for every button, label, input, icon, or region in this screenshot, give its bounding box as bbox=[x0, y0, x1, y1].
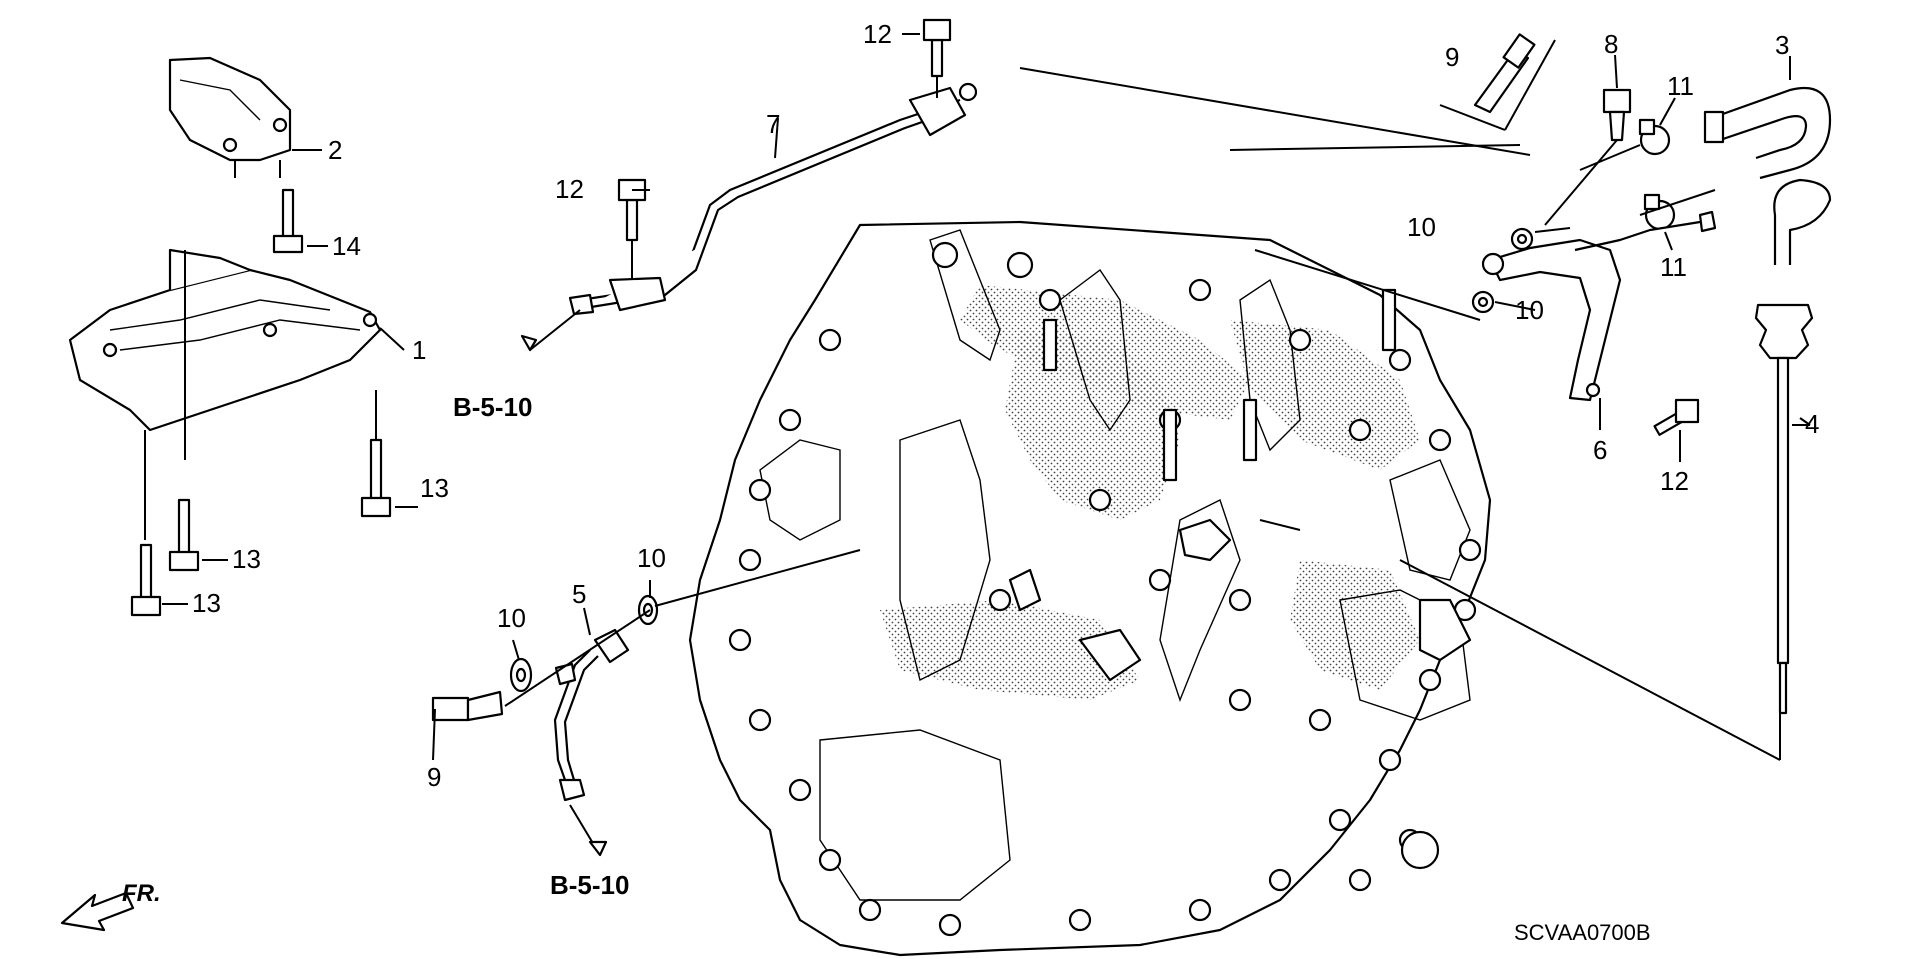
bolt-part-9-bottom bbox=[431, 690, 504, 722]
bolt-part-13-b bbox=[168, 498, 200, 572]
clamp-part-11-b bbox=[1643, 193, 1676, 231]
pipe-part-5 bbox=[553, 628, 630, 802]
part-labels: 1 2 3 4 5 6 7 8 9 9 10 10 10 10 11 11 12… bbox=[192, 19, 1819, 792]
part-label-5: 5 bbox=[572, 579, 586, 609]
part-label-11-top: 11 bbox=[1667, 71, 1694, 101]
part-label-8: 8 bbox=[1604, 29, 1618, 59]
washer-part-10-a bbox=[509, 657, 533, 693]
part-label-9-top: 9 bbox=[1445, 42, 1459, 72]
dipstick-part-4 bbox=[1754, 178, 1832, 715]
front-direction-label: FR. bbox=[122, 880, 161, 907]
pipe-part-7 bbox=[568, 82, 978, 316]
part-label-12-top: 12 bbox=[863, 19, 892, 49]
reference-label-lower: B-5-10 bbox=[550, 870, 629, 900]
bolt-part-12-c bbox=[1653, 398, 1700, 436]
sensor-part-8 bbox=[1544, 88, 1632, 226]
washer-part-10-c bbox=[1510, 227, 1534, 251]
diagram-code: SCVAA0700B bbox=[1514, 920, 1651, 945]
reference-label-upper: B-5-10 bbox=[453, 392, 532, 422]
arrow-to-upper-reference bbox=[520, 334, 538, 352]
part-label-10-lower-right: 10 bbox=[1515, 295, 1544, 325]
bolt-part-13-a bbox=[360, 438, 392, 518]
part-label-4: 4 bbox=[1805, 409, 1819, 439]
transmission-assembly bbox=[688, 220, 1492, 957]
part-label-9-bottom: 9 bbox=[427, 762, 441, 792]
bolt-part-13-c bbox=[130, 543, 162, 617]
leader-lines bbox=[144, 33, 1811, 856]
part-label-10-bottom-left: 10 bbox=[497, 603, 526, 633]
skid-plate-part-1 bbox=[68, 248, 382, 432]
part-label-11-bottom: 11 bbox=[1660, 252, 1687, 282]
part-label-12-right: 12 bbox=[1660, 466, 1689, 496]
part-label-14: 14 bbox=[332, 231, 361, 261]
front-arrow-icon bbox=[60, 891, 135, 932]
bolt-part-9-top bbox=[1439, 33, 1556, 131]
part-label-6: 6 bbox=[1593, 435, 1607, 465]
part-label-3: 3 bbox=[1775, 30, 1789, 60]
part-label-7: 7 bbox=[766, 109, 780, 139]
part-label-13-left: 13 bbox=[192, 588, 221, 618]
washer-part-10-d bbox=[1471, 290, 1495, 314]
part-label-13-mid: 13 bbox=[232, 544, 261, 574]
part-label-12-left: 12 bbox=[555, 174, 584, 204]
bracket-part-2 bbox=[168, 56, 292, 178]
hose-part-3 bbox=[1703, 86, 1832, 180]
clamp-part-11-a bbox=[1638, 118, 1671, 156]
part-label-2: 2 bbox=[328, 135, 342, 165]
front-direction-indicator: FR. bbox=[60, 880, 161, 932]
pipe-bracket-part-6 bbox=[1481, 210, 1717, 402]
part-label-10-upper-right: 10 bbox=[1407, 212, 1436, 242]
part-label-13-right: 13 bbox=[420, 473, 449, 503]
arrow-to-lower-reference bbox=[588, 840, 608, 857]
bolt-part-12-a bbox=[922, 18, 952, 78]
part-label-1: 1 bbox=[412, 335, 426, 365]
bolt-part-14 bbox=[272, 188, 304, 254]
washer-part-10-b bbox=[637, 594, 659, 626]
part-label-10-bottom-mid: 10 bbox=[637, 543, 666, 573]
